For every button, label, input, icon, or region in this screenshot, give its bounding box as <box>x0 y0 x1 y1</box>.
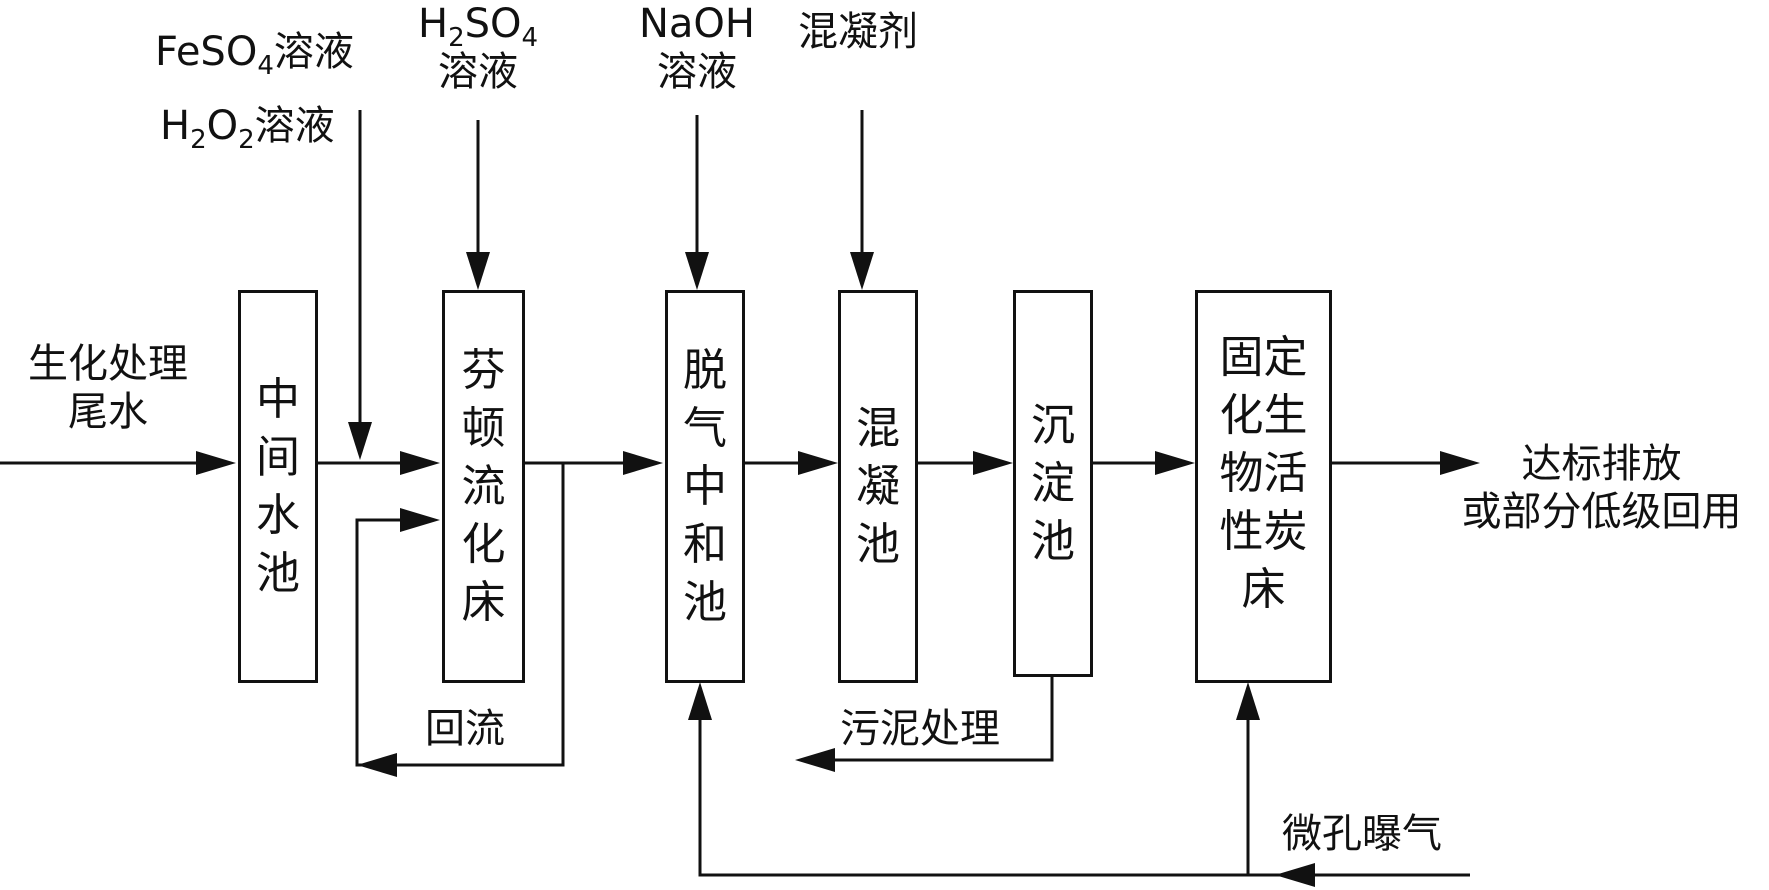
h2so4-sub2: 4 <box>521 23 539 53</box>
intermediate-tank-label: 中间水池 <box>256 373 300 599</box>
settling-tank-box: 沉淀池 <box>1013 290 1093 677</box>
coagulation-tank-box: 混凝池 <box>838 290 918 683</box>
biochem-tail-line1: 生化处理 <box>28 341 188 387</box>
arrow-into-settling <box>973 451 1013 475</box>
arrow-sludge-out <box>795 748 835 772</box>
arrow-recycle-in <box>400 508 440 532</box>
arrow-outflow <box>1440 451 1480 475</box>
sludge-line <box>820 677 1054 762</box>
bio-carbon-bed-label: 固定化生物活性炭床 <box>1219 332 1308 615</box>
discharge-line1: 达标排放 <box>1521 441 1682 487</box>
degas-neutral-tank-label: 脱气中和池 <box>683 344 727 628</box>
feso4-word: 溶液 <box>273 29 354 75</box>
arrow-into-fenton <box>400 451 440 475</box>
h2so4-h: H <box>418 1 449 47</box>
aeration-line <box>698 707 1470 877</box>
arrow-into-biobed <box>1155 451 1195 475</box>
h2so4-sub1: 2 <box>448 23 465 53</box>
h2o2-h: H <box>160 103 191 149</box>
bio-carbon-bed-box: 固定化生物活性炭床 <box>1195 290 1332 683</box>
arrow-into-coag <box>798 451 838 475</box>
discharge-label: 达标排放 或部分低级回用 <box>1434 440 1769 536</box>
h2o2-o: O <box>206 103 239 149</box>
arrow-into-degas <box>623 451 663 475</box>
aeration-label: 微孔曝气 <box>1282 811 1442 857</box>
arrowheads <box>196 252 1480 887</box>
naoh-label: NaOH 溶液 <box>637 0 757 96</box>
h2so4-label: H2SO4 溶液 <box>418 0 538 96</box>
discharge-line2: 或部分低级回用 <box>1461 489 1742 535</box>
arrow-aeration-biobed <box>1236 682 1260 720</box>
fenton-bed-box: 芬顿流化床 <box>442 290 525 683</box>
h2so4-word: 溶液 <box>438 49 518 95</box>
sludge-label: 污泥处理 <box>840 706 1000 752</box>
arrow-feso4-down <box>348 422 372 460</box>
h2o2-sub2: 2 <box>238 125 255 155</box>
arrow-into-intermediate <box>196 451 236 475</box>
coagulant-label: 混凝剂 <box>798 9 918 55</box>
intermediate-tank-box: 中间水池 <box>238 290 318 683</box>
arrow-aeration-in <box>1275 863 1315 887</box>
feso4-formula: FeSO <box>155 29 258 75</box>
arrow-naoh-down <box>685 252 709 290</box>
recycle-label: 回流 <box>425 706 505 752</box>
h2so4-so: SO <box>464 1 522 47</box>
feso4-subscript: 4 <box>257 51 274 81</box>
biochem-tail-label: 生化处理 尾水 <box>28 340 188 436</box>
h2o2-sub1: 2 <box>190 125 207 155</box>
coagulation-tank-label: 混凝池 <box>856 402 900 570</box>
h2o2-label: H2O2溶液 <box>160 102 335 153</box>
arrow-aeration-degas <box>688 682 712 720</box>
naoh-formula: NaOH <box>639 1 755 47</box>
arrow-h2so4-down <box>466 252 490 290</box>
arrow-coagulant-down <box>850 252 874 290</box>
h2o2-word: 溶液 <box>254 103 335 149</box>
biochem-tail-line2: 尾水 <box>68 389 148 435</box>
naoh-word: 溶液 <box>657 49 737 95</box>
feso4-label: FeSO4溶液 <box>155 28 354 79</box>
arrow-recycle-bottom <box>357 753 397 777</box>
h2so4-formula: H2SO4 <box>418 0 538 51</box>
degas-neutral-tank-box: 脱气中和池 <box>665 290 745 683</box>
settling-tank-label: 沉淀池 <box>1031 399 1075 567</box>
fenton-bed-label: 芬顿流化床 <box>461 344 506 628</box>
